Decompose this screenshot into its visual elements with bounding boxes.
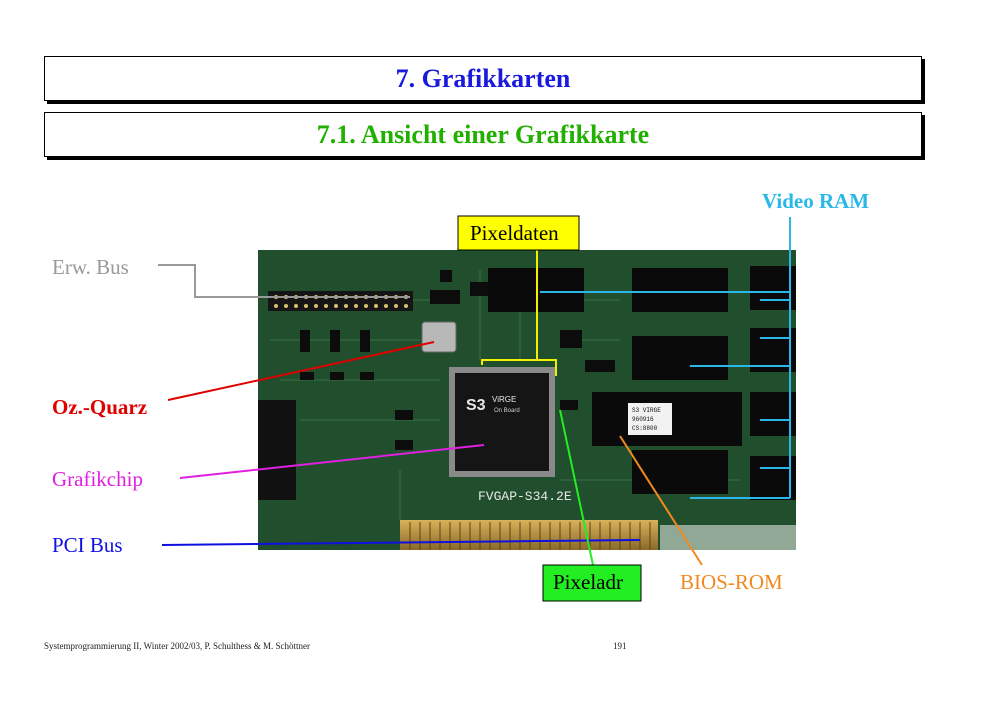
label-pci-bus: PCI Bus bbox=[52, 533, 123, 557]
bios-label-line3: CS:8800 bbox=[632, 425, 658, 432]
section-title-box: 7.1. Ansicht einer Grafikkarte bbox=[44, 112, 922, 157]
bios-label-line2: 960916 bbox=[632, 416, 654, 423]
chip-name-text: ViRGE bbox=[492, 395, 516, 404]
pixeldaten-box bbox=[457, 215, 580, 251]
pixeladr-leader bbox=[559, 409, 594, 566]
grafikchip-leader bbox=[179, 444, 485, 479]
video-ram-leader bbox=[540, 217, 791, 499]
erw-bus-leader bbox=[158, 264, 410, 298]
label-video-ram: Video RAM bbox=[762, 189, 870, 213]
bios-rom-leader bbox=[619, 435, 703, 566]
oz-quarz-leader bbox=[167, 341, 435, 401]
footer-course-info: Systemprogrammierung II, Winter 2002/03,… bbox=[44, 641, 310, 651]
label-pixeladr: Pixeladr bbox=[553, 570, 623, 594]
pixeldaten-leader-b bbox=[537, 359, 557, 376]
board-model-text: FVGAP-S34.2E bbox=[478, 489, 572, 504]
label-grafikchip: Grafikchip bbox=[52, 467, 143, 491]
label-erw-bus: Erw. Bus bbox=[52, 255, 129, 279]
pixeldaten-leader-a bbox=[481, 250, 538, 365]
pixeladr-box bbox=[542, 564, 642, 602]
label-bios-rom: BIOS-ROM bbox=[680, 570, 783, 594]
bios-label-line1: S3 VIRGE bbox=[632, 407, 661, 414]
circuit-board: S3 ViRGE On Board S3 VIRGE 960916 CS:880… bbox=[258, 250, 796, 550]
label-pixeldaten: Pixeldaten bbox=[470, 221, 559, 245]
chip-sub-text: On Board bbox=[494, 408, 520, 414]
chapter-title: 7. Grafikkarten bbox=[395, 64, 571, 93]
pci-bus-leader bbox=[161, 539, 641, 546]
chapter-title-box: 7. Grafikkarten bbox=[44, 56, 922, 101]
footer-page-number: 191 bbox=[613, 641, 627, 651]
label-oz-quarz: Oz.-Quarz bbox=[52, 395, 148, 419]
section-title: 7.1. Ansicht einer Grafikkarte bbox=[316, 120, 650, 149]
chip-brand-text: S3 bbox=[466, 397, 486, 414]
